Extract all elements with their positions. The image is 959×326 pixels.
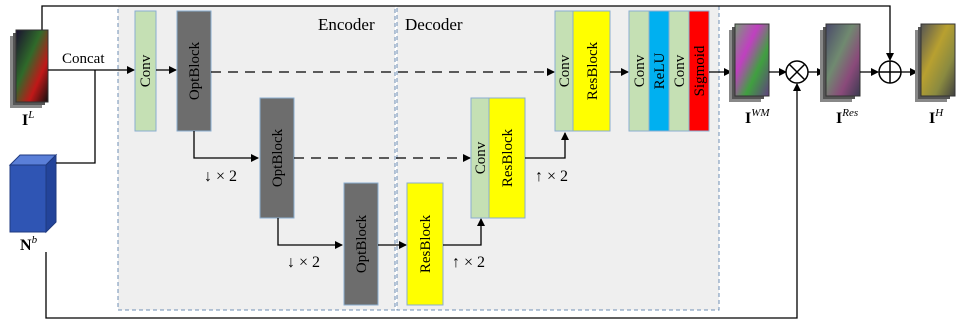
weight-map-image bbox=[729, 23, 770, 102]
decoder-resblock-top-label: ResBlock bbox=[585, 41, 601, 100]
encoder-conv-label: Conv bbox=[138, 54, 154, 87]
decoder-title: Decoder bbox=[405, 15, 463, 34]
decoder-conv-mid-label: Conv bbox=[473, 141, 489, 174]
head-sigmoid-label: Sigmoid bbox=[692, 45, 708, 96]
optblock2-to-optblock3-arrow bbox=[277, 218, 343, 249]
noise-to-multiply-line bbox=[45, 83, 801, 319]
upsample-label-2: ↑ × 2 bbox=[535, 168, 568, 185]
head-conv-1-label: Conv bbox=[632, 54, 648, 87]
decoder-resblock-top bbox=[572, 10, 611, 132]
decoder-conv-top-label: Conv bbox=[557, 54, 573, 87]
resblock-to-mid-arrow bbox=[443, 218, 485, 246]
add-operator bbox=[878, 60, 902, 84]
encoder-conv-block bbox=[134, 10, 157, 132]
noise-to-concat-line bbox=[56, 70, 96, 164]
optblock1-to-optblock2-arrow bbox=[193, 131, 259, 162]
optblock-3-label: OptBlock bbox=[354, 214, 370, 273]
residual-label: IRes bbox=[836, 107, 858, 127]
concat-label: Concat bbox=[62, 51, 105, 67]
head-relu-label: ReLU bbox=[652, 53, 668, 90]
skip-to-add-line bbox=[41, 5, 894, 61]
downsample-label-2: ↓ × 2 bbox=[287, 254, 320, 271]
upsample-label-1: ↑ × 2 bbox=[452, 254, 485, 271]
noise-tensor-label: Nb bbox=[20, 234, 38, 254]
head-conv-2-label: Conv bbox=[672, 54, 688, 87]
head-sigmoid bbox=[688, 10, 710, 132]
decoder-resblock-bottom bbox=[406, 182, 444, 306]
decoder-resblock-bottom-label: ResBlock bbox=[418, 214, 434, 273]
residual-image bbox=[820, 23, 861, 102]
multiply-operator bbox=[785, 60, 809, 84]
weight-map-label: IWM bbox=[745, 107, 770, 127]
noise-tensor bbox=[8, 153, 58, 234]
downsample-label-1: ↓ × 2 bbox=[204, 168, 237, 185]
mid-to-top-arrow bbox=[525, 132, 569, 159]
optblock-2 bbox=[259, 97, 295, 219]
decoder-resblock-mid-label: ResBlock bbox=[500, 128, 516, 187]
input-image-label: IL bbox=[22, 109, 34, 129]
input-image-low-light bbox=[10, 29, 49, 108]
encoder-title: Encoder bbox=[318, 15, 375, 34]
optblock-3 bbox=[343, 182, 379, 306]
optblock-1-label: OptBlock bbox=[187, 41, 203, 100]
optblock-1 bbox=[176, 10, 212, 132]
output-image bbox=[915, 23, 956, 102]
output-image-label: IH bbox=[929, 107, 944, 127]
optblock-2-label: OptBlock bbox=[270, 128, 286, 187]
